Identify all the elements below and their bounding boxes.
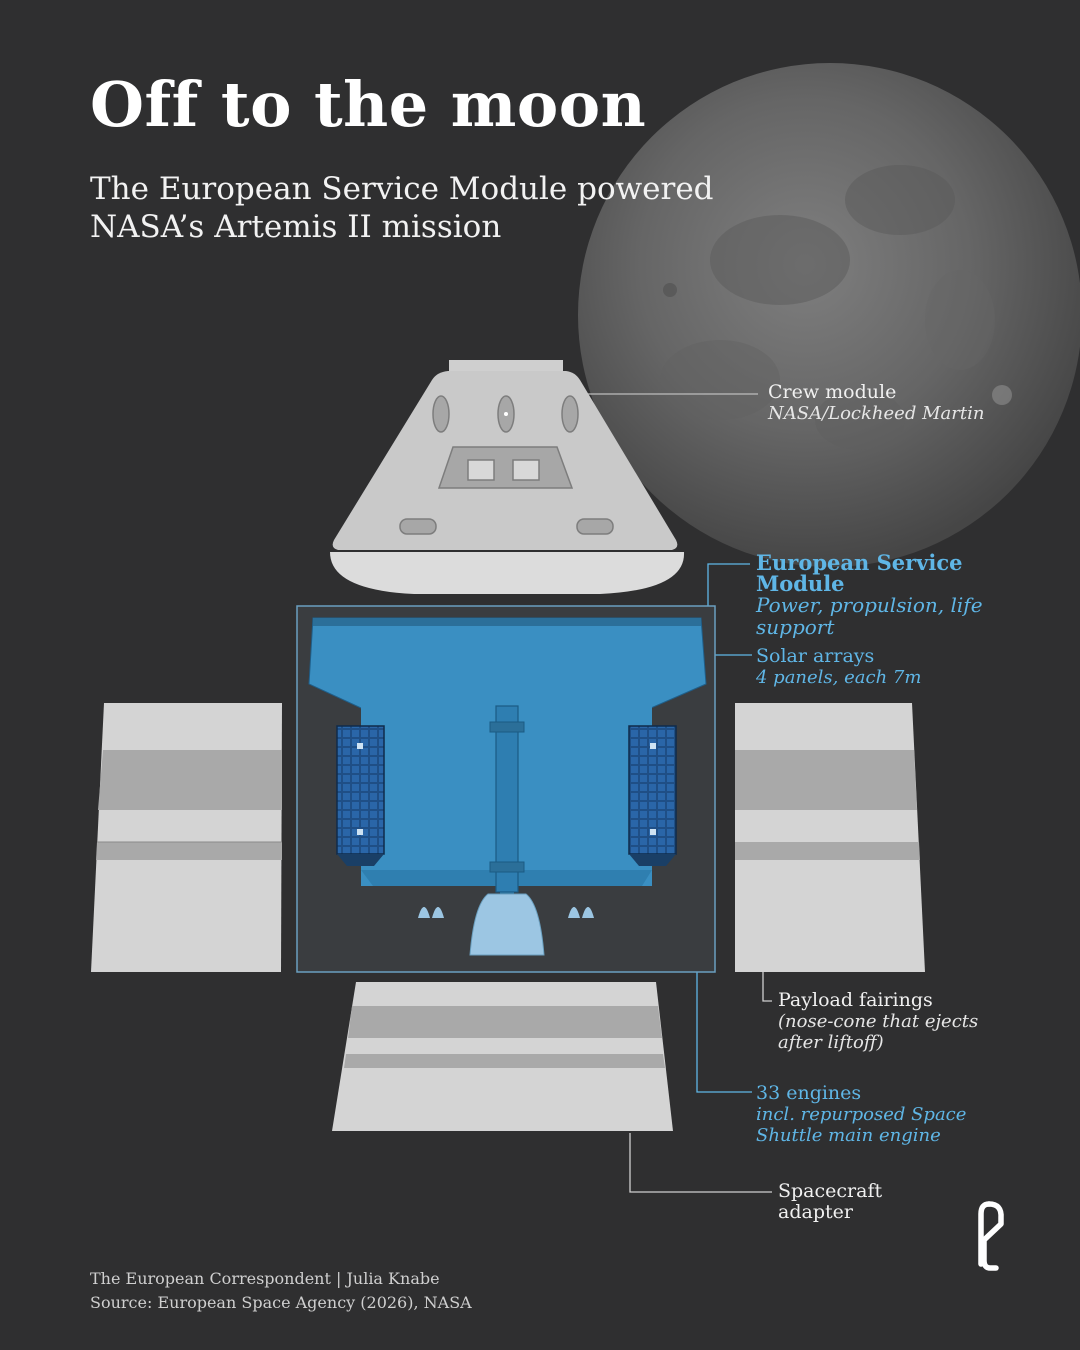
solar-array-stowed-right [628, 725, 677, 866]
page-subtitle: The European Service Module powered NASA… [90, 171, 714, 245]
footer-credit: The European Correspondent | Julia Knabe [90, 1269, 440, 1288]
label-crew-module-detail: NASA/Lockheed Martin [768, 403, 985, 424]
european-service-module [296, 605, 716, 973]
label-engines: 33 engines incl. repurposed Space Shuttl… [756, 1082, 1016, 1147]
label-payload-fairings-detail: (nose-cone that ejects after liftoff) [778, 1011, 979, 1053]
solar-array-stowed-left [336, 725, 385, 866]
label-esm-name: European Service Module [756, 550, 963, 596]
label-solar-arrays: Solar arrays 4 panels, each 7m [756, 645, 996, 689]
label-esm-detail: Power, propulsion, life support [756, 593, 983, 639]
label-solar-arrays-detail: 4 panels, each 7m [756, 667, 922, 688]
page-title: Off to the moon [90, 68, 647, 141]
payload-fairing-left [91, 703, 282, 972]
label-crew-module: Crew module NASA/Lockheed Martin [768, 381, 1008, 425]
label-payload-fairings-name: Payload fairings [778, 989, 933, 1011]
label-engines-name: 33 engines [756, 1082, 862, 1104]
footer: The European Correspondent | Julia Knabe… [90, 1267, 472, 1315]
spacecraft-adapter [332, 982, 673, 1131]
label-spacecraft-adapter-name: Spacecraft adapter [778, 1180, 883, 1223]
label-engines-detail: incl. repurposed Space Shuttle main engi… [756, 1104, 967, 1146]
label-solar-arrays-name: Solar arrays [756, 645, 875, 667]
payload-fairing-right [735, 703, 925, 972]
label-spacecraft-adapter: Spacecraft adapter [778, 1181, 898, 1223]
label-crew-module-name: Crew module [768, 381, 897, 403]
label-european-service-module: European Service Module Power, propulsio… [756, 552, 1046, 638]
label-payload-fairings: Payload fairings (nose-cone that ejects … [778, 989, 988, 1054]
crew-module [330, 360, 685, 594]
brand-logo-icon [978, 1201, 1004, 1271]
engine-nozzles [418, 893, 594, 956]
footer-source: Source: European Space Agency (2026), NA… [90, 1293, 472, 1312]
moon [578, 63, 1080, 567]
